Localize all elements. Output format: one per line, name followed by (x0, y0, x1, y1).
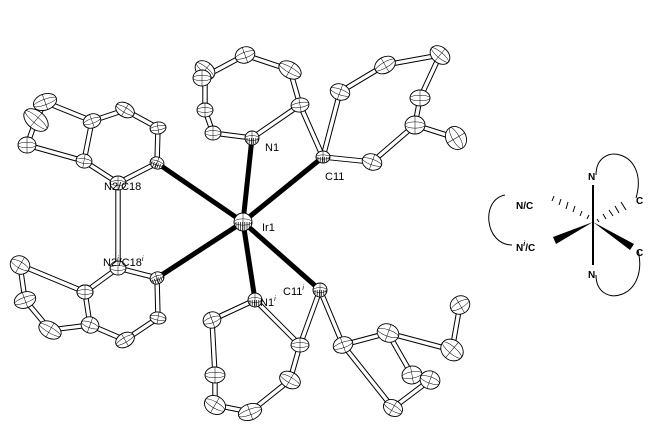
atom-e6 (361, 153, 383, 171)
atom-n1p (247, 292, 263, 308)
bond-line (20, 262, 87, 291)
bond-line (253, 301, 299, 347)
schematic-label-c-lower: C (636, 248, 643, 259)
bond-line (252, 106, 302, 141)
atom-g8 (419, 370, 441, 390)
atom-f3 (279, 370, 301, 390)
atom-g2 (332, 336, 354, 354)
coordination-schematic: N/C Ni/C N N C C (488, 153, 643, 297)
schematic-label-top-n: N (588, 172, 595, 183)
schematic-label-c-upper: C (636, 196, 643, 207)
atom-g4 (401, 365, 423, 385)
atom-c4 (9, 255, 31, 275)
atom-b6 (109, 260, 127, 276)
bond-line (324, 92, 343, 158)
ring-bonds (17, 52, 463, 415)
atom-d4 (234, 46, 256, 64)
atom-a4 (82, 113, 102, 129)
metal-bonds (155, 137, 325, 301)
label-c11: C11 (325, 171, 344, 183)
bond-line (209, 320, 214, 376)
atom-e5 (404, 115, 426, 135)
atom-c3 (32, 92, 58, 112)
atom-n1 (244, 130, 260, 146)
bond-line (320, 91, 339, 157)
atom-f6 (204, 366, 226, 384)
atom-c1 (23, 108, 49, 132)
atom-a3 (115, 101, 135, 119)
atom-a5 (75, 153, 93, 169)
hashed-bond-left (551, 195, 590, 220)
label-n2-c18: N2/C18 (104, 181, 141, 193)
atom-g5 (383, 399, 403, 417)
bond-line (27, 142, 85, 160)
atom-e8 (409, 89, 431, 107)
atom-d2 (290, 97, 310, 113)
atom-c6 (38, 320, 62, 340)
label-n1: N1 (265, 142, 279, 154)
bond-line (26, 146, 84, 164)
atom-d8 (192, 69, 212, 87)
atom-g7 (449, 295, 471, 315)
label-n2-c18-prime: N2i/C18i (103, 256, 144, 269)
bond-line (340, 346, 392, 410)
atom-g3 (376, 323, 400, 343)
bond-line (297, 105, 322, 159)
atom-labels: Ir1 N1 N1i C11 C11i N2/C18 N2i/C18i (103, 142, 344, 309)
schematic-label-top-left: N/C (516, 201, 533, 212)
bond-line (154, 278, 157, 319)
hashed-bond-right (596, 201, 627, 223)
atom-g6 (440, 338, 464, 362)
bond-line (158, 277, 161, 318)
label-n1-prime: N1i (260, 296, 276, 309)
atom-c5 (13, 291, 37, 309)
bond-line (301, 290, 323, 346)
atom-c11p (312, 282, 328, 298)
atom-c11 (315, 150, 331, 164)
bond-line (18, 266, 85, 295)
atom-c7 (76, 284, 94, 300)
schematic-label-bottom-left: Ni/C (516, 241, 535, 254)
atom-e4 (429, 45, 451, 65)
label-ir1: Ir1 (262, 222, 275, 234)
bond-line (301, 103, 326, 157)
bond-line (344, 343, 396, 407)
atom-c2 (17, 136, 37, 154)
atom-b4 (80, 316, 100, 334)
atom-d7 (204, 125, 222, 141)
atom-e3 (374, 55, 396, 75)
atom-f5 (204, 395, 226, 415)
atom-e7 (445, 126, 467, 150)
atom-e2 (329, 83, 351, 101)
bond-line (213, 319, 218, 375)
atom-b3 (115, 331, 135, 349)
atom-d6 (196, 102, 214, 118)
atom-a1 (149, 156, 165, 170)
atom-f2 (290, 337, 310, 353)
atom-a6 (109, 175, 127, 191)
atom-f7 (202, 311, 222, 329)
atom-b2 (149, 311, 167, 325)
bond-line (321, 288, 346, 345)
atom-ellipsoids (9, 45, 471, 422)
atom-a2 (149, 121, 167, 135)
bond-line (297, 289, 319, 345)
bond-line (250, 102, 300, 137)
atom-ir (233, 212, 253, 232)
atom-b1 (149, 271, 165, 285)
schematic-label-bottom-n: N (588, 270, 595, 281)
atom-d3 (278, 60, 302, 80)
bond-line (317, 290, 342, 347)
label-c11-prime: C11i (283, 285, 304, 298)
atom-f4 (237, 402, 263, 422)
bond-line (256, 298, 302, 344)
